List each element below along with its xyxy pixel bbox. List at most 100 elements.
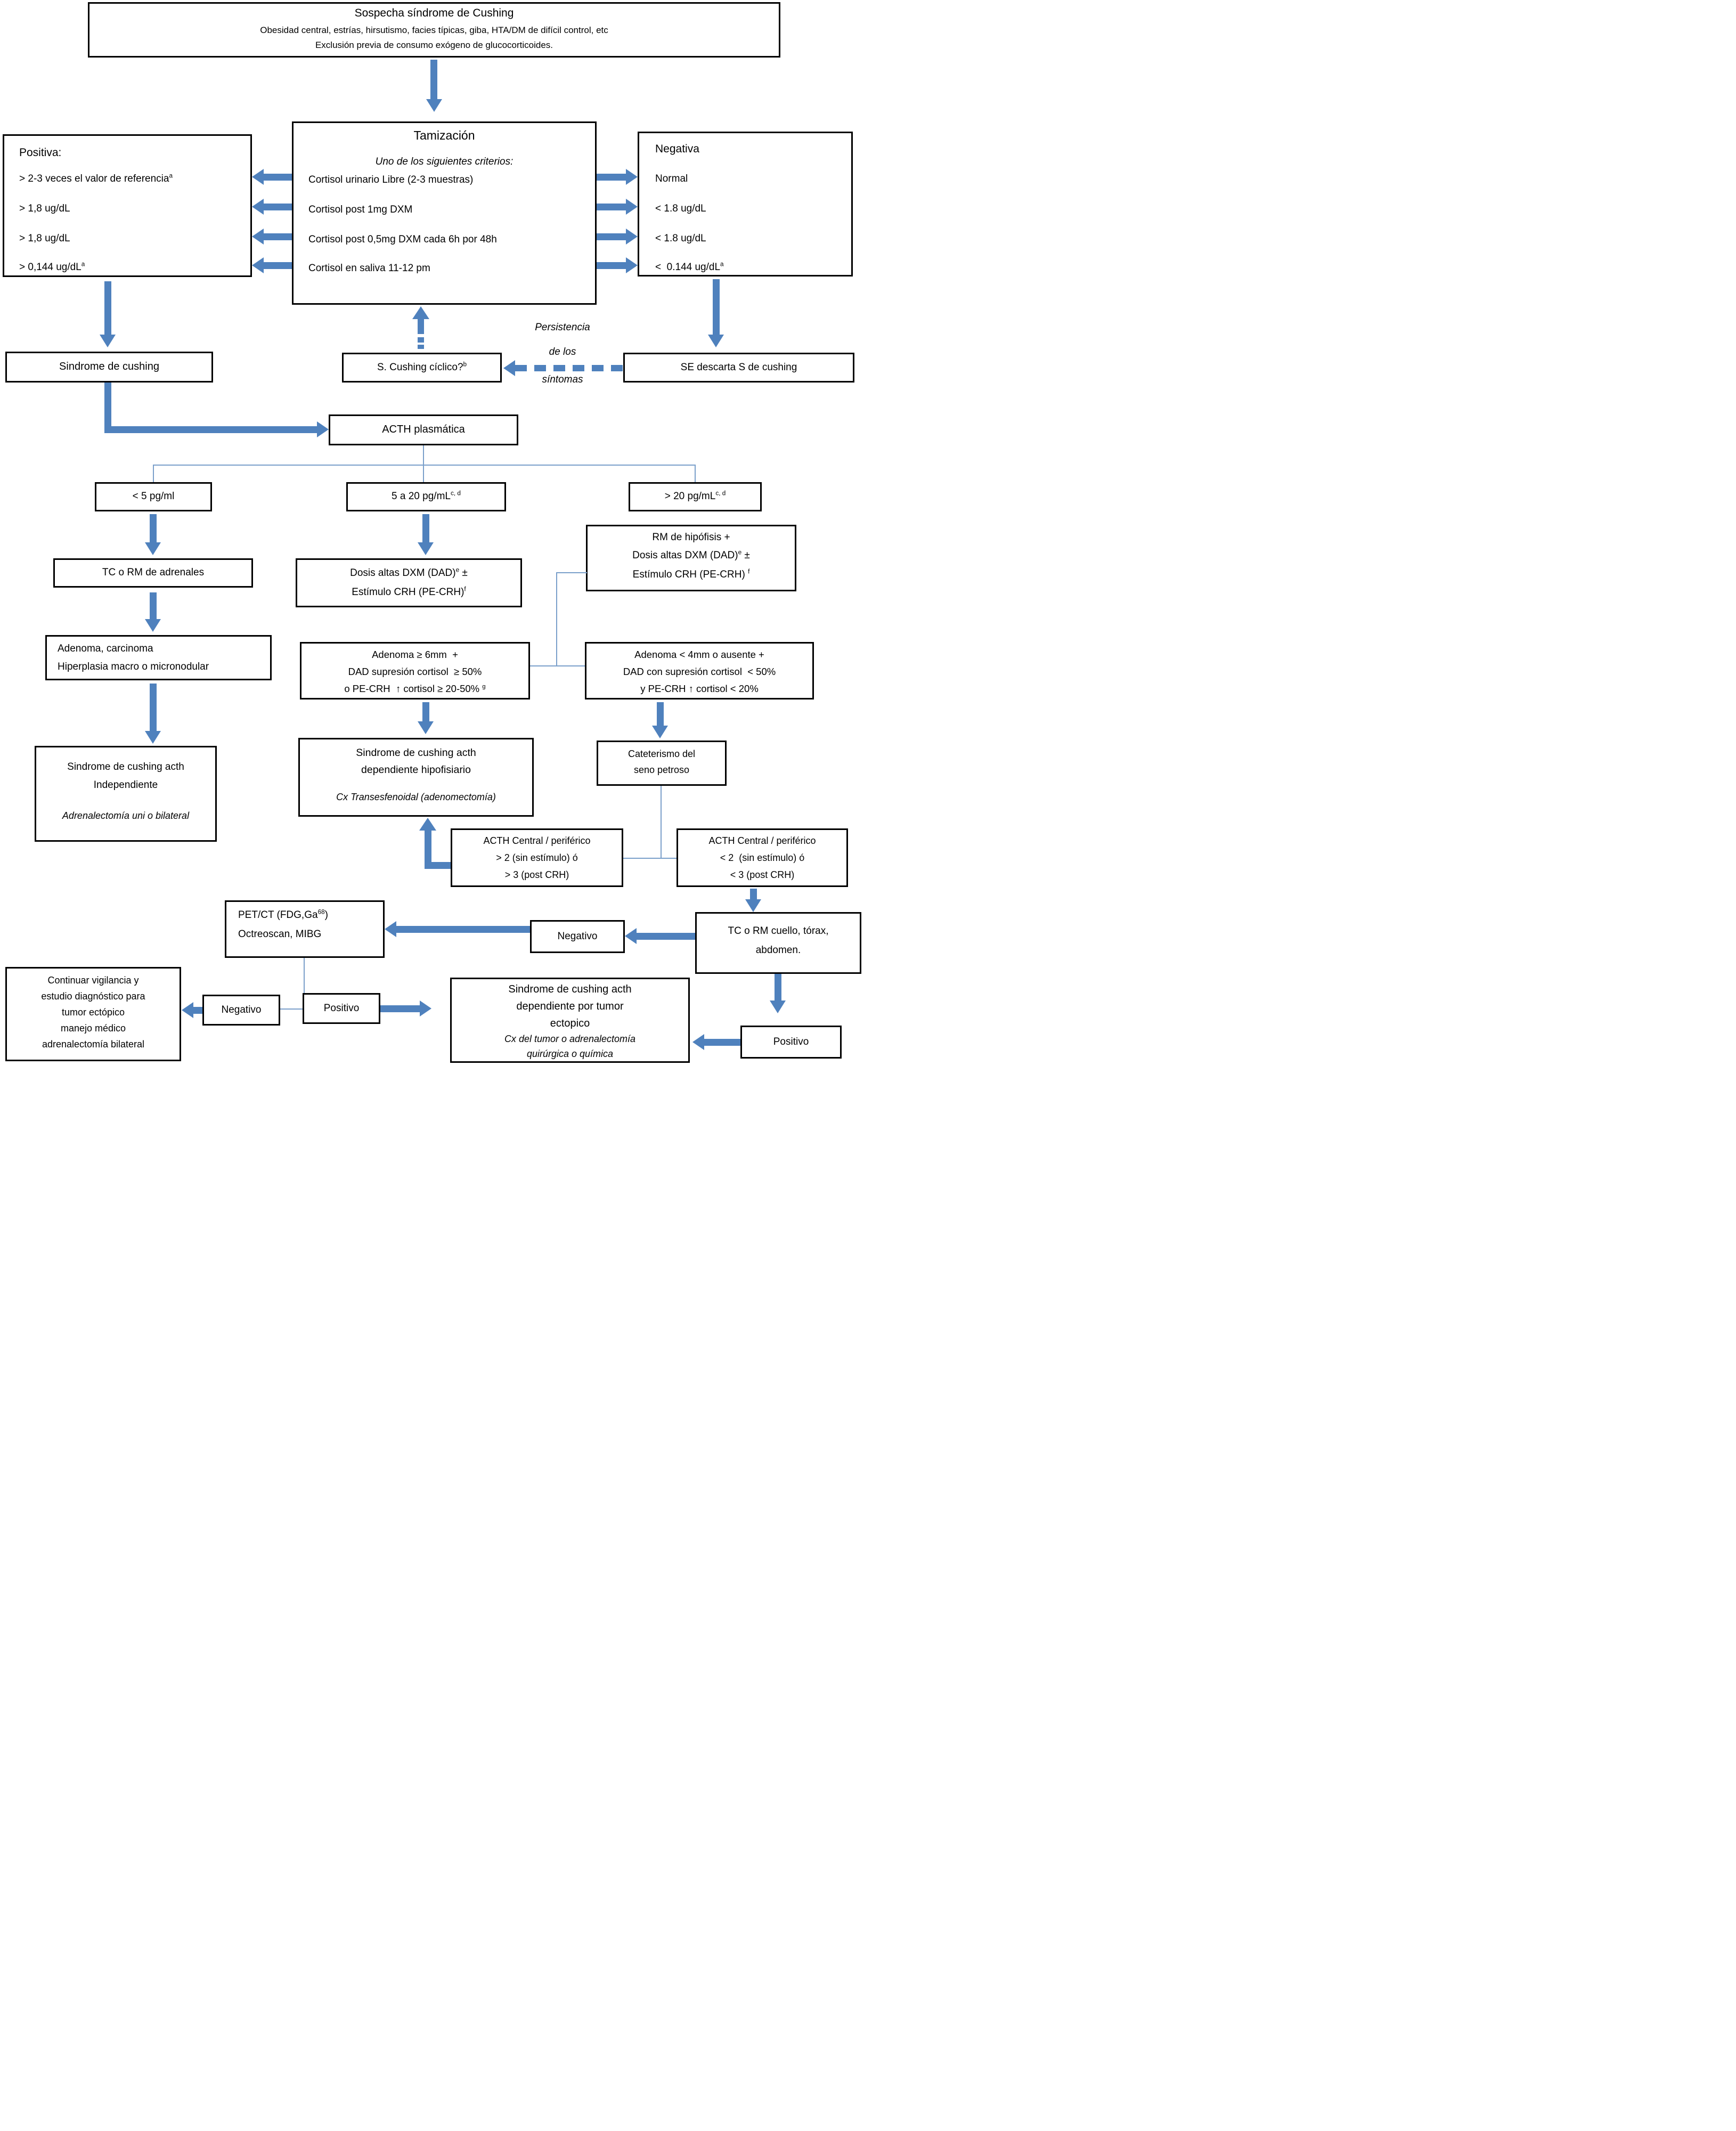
node-negativo-izquierda: Negativo [202,995,280,1026]
cuello-line2: abdomen. [755,945,801,956]
acthlt-line2: < 2 (sin estímulo) ó [720,852,805,863]
arrow-shaft [104,426,319,433]
arrow-shaft [104,281,111,335]
node-adenoma-6mm: Adenoma ≥ 6mm + DAD supresión cortisol ≥… [300,642,530,700]
text: PET/CT (FDG,Ga [238,909,318,921]
text: 5 a 20 pg/mL [392,491,451,502]
tamizacion-item: Cortisol post 0,5mg DXM cada 6h por 48h [308,234,497,245]
node-rm-hipofisis: RM de hipófisis + Dosis altas DXM (DAD)e… [586,525,796,591]
arrow-shaft [704,1039,740,1046]
node-acth-ratio-bajo: ACTH Central / periférico < 2 (sin estím… [677,828,848,887]
sup: c, d [450,490,461,497]
connector-line [280,1008,305,1010]
text: > 20 pg/mL [664,491,716,502]
arrowhead-left-icon [252,229,264,245]
arrow-shaft [657,702,664,726]
arrow-shaft [430,60,437,99]
sup: a [169,172,173,180]
negativo2-label: Negativo [221,1004,262,1015]
continuar-line3: tumor ectópico [61,1007,125,1018]
node-adenoma-4mm: Adenoma < 4mm o ausente + DAD con supres… [585,642,814,700]
arrow-shaft [425,829,431,869]
negativo1-label: Negativo [557,931,598,942]
connector-line [423,445,424,466]
sup: g [482,683,486,690]
aden4-line1: Adenoma < 4mm o ausente + [634,649,764,660]
positivo1-label: Positivo [323,1003,360,1014]
node-sospecha-sub2: Exclusión previa de consumo exógeno de g… [315,40,553,50]
arrowhead-up-icon [412,306,429,319]
aden6-line2: DAD supresión cortisol ≥ 50% [348,666,482,677]
arrowhead-down-icon [145,542,161,555]
node-tcrm-adrenales: TC o RM de adrenales [53,558,253,588]
sup: e [738,549,742,556]
node-sindrome-cushing: Sindrome de cushing [5,352,213,383]
indep-line3: Adrenalectomía uni o bilateral [62,810,190,821]
petct-line1: PET/CT (FDG,Ga68) [238,909,328,921]
acthlt-line3: < 3 (post CRH) [730,869,795,880]
cateterismo-line1: Cateterismo del [627,749,696,759]
node-cushing-hipofisiario: Sindrome de cushing acth dependiente hip… [298,738,534,817]
positivo2-label: Positivo [773,1036,809,1047]
text: S. Cushing cíclico? [377,362,463,373]
arrow-shaft [713,279,720,335]
arrowhead-right-icon [626,169,638,185]
arrowhead-left-icon [252,199,264,215]
hipo-line1: Sindrome de cushing acth [356,747,476,759]
continuar-line5: adrenalectomía bilateral [42,1039,145,1050]
connector-line [556,572,587,573]
sup: 68 [317,908,325,916]
arrow-shaft [264,262,292,269]
rmh-line0: RM de hipófisis + [652,532,730,543]
connector-line [423,465,424,482]
rmh-line1: Dosis altas DXM (DAD)e ± [588,549,795,562]
petct-line2: Octreoscan, MIBG [238,929,322,940]
node-acth-plasmatica: ACTH plasmática [329,414,518,445]
cuello-line1: TC o RM cuello, tórax, [728,925,829,937]
node-tcrm-cuello: TC o RM cuello, tórax, abdomen. [695,912,861,974]
dad-line1: Dosis altas DXM (DAD)e ± [297,567,520,579]
adenocarc-line1: Adenoma, carcinoma [58,643,153,654]
arrowhead-left-icon [625,928,637,944]
continuar-line2: estudio diagnóstico para [41,991,145,1002]
continuar-line1: Continuar vigilancia y [47,975,139,986]
node-acth-label: ACTH plasmática [382,424,465,435]
arrow-shaft [637,933,695,940]
arrow-shaft [192,1007,202,1014]
arrowhead-right-icon [626,199,638,215]
text: > 1,8 ug/dL [19,233,70,244]
continuar-line4: manejo médico [60,1023,126,1034]
tamizacion-item: Cortisol en saliva 11-12 pm [308,263,430,274]
node-tamizacion-title: Tamización [413,128,475,142]
tamizacion-item: Cortisol post 1mg DXM [308,204,413,215]
node-continuar-vigilancia: Continuar vigilancia y estudio diagnósti… [5,967,181,1061]
text: > 1,8 ug/dL [19,203,70,214]
text: ± [459,567,468,579]
arrowhead-down-icon [145,619,161,632]
arrow-dash [418,337,424,343]
arrow-shaft [264,233,292,240]
node-sospecha: Sospecha síndrome de Cushing Obesidad ce… [88,2,780,58]
arrowhead-down-icon [745,899,761,912]
indep-line1: Sindrome de cushing acth [67,761,184,772]
text: ± [741,550,750,561]
text: Estímulo CRH (PE-CRH) [632,569,748,580]
arrowhead-down-icon [426,99,442,112]
arrowhead-down-icon [770,1001,786,1013]
node-negativo-derecha: Negativo [530,920,625,953]
positiva-item: > 2-3 veces el valor de referenciaa [19,173,173,185]
node-tamizacion: Tamización Uno de los siguientes criteri… [292,121,597,305]
connector-line [153,465,154,482]
arrowhead-down-icon [145,731,161,744]
text: < 1.8 ug/dL [655,233,706,244]
ectopico-line3: ectopico [550,1018,590,1029]
node-gt20-label: > 20 pg/mLc, d [630,490,760,502]
connector-line [695,465,696,482]
arrowhead-left-icon [692,1034,704,1050]
connector-line [556,572,557,666]
text: Estímulo CRH (PE-CRH) [352,587,464,598]
text: < 1.8 ug/dL [655,203,706,214]
arrowhead-left-icon [252,169,264,185]
arrow-shaft [150,514,157,542]
node-tamizacion-subtitle: Uno de los siguientes criterios: [375,156,514,167]
